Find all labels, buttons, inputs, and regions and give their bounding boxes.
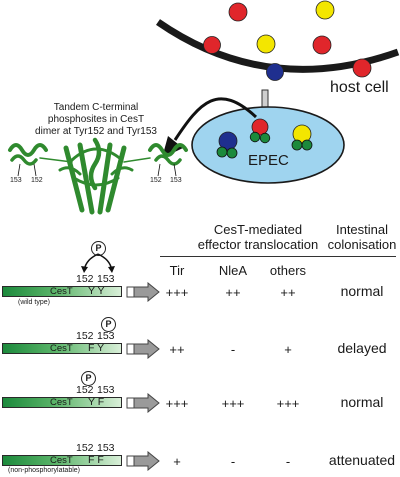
structure-label-152-right: 152 [150, 177, 162, 184]
others-value: ++ [280, 285, 296, 300]
nlea-value: - [230, 342, 236, 357]
cest-chaperone [259, 132, 271, 144]
infection-illustration [8, 0, 400, 215]
colonisation-value: attenuated [328, 452, 396, 468]
position-152: 152 [76, 273, 94, 285]
cest-label: CesT [50, 455, 73, 466]
phosphosite-markers [17, 163, 177, 177]
position-152: 152 [76, 330, 94, 342]
effector-red [203, 36, 221, 54]
cest-bar [2, 343, 122, 354]
nlea-value: ++ [225, 285, 241, 300]
cest-bar [2, 455, 122, 466]
position-152: 152 [76, 384, 94, 396]
colonisation-value: normal [340, 283, 384, 299]
cest-label: CesT [50, 343, 73, 354]
position-153: 153 [97, 384, 115, 396]
others-value: - [285, 454, 291, 469]
phospho-arrows [81, 253, 115, 273]
cest-chaperone [249, 131, 261, 143]
phospho-symbol: P [101, 317, 116, 332]
colonisation-header-line1: Intestinal [335, 222, 389, 237]
effector-header-rule [160, 256, 364, 257]
structure-caption-line1: Tandem C-terminal [53, 102, 139, 113]
cest-label: CesT [50, 286, 73, 297]
residues: F Y [88, 342, 105, 354]
effector-red [352, 58, 372, 78]
row-note: (non-phosphorylatable) [8, 467, 80, 474]
nlea-value: +++ [221, 396, 245, 411]
structure-label-153-left: 153 [10, 177, 22, 184]
translocation-arrow [126, 282, 160, 302]
column-others: others [269, 263, 307, 278]
column-nlea: NleA [218, 263, 248, 278]
others-value: +++ [276, 396, 300, 411]
translocation-arrow [126, 393, 160, 413]
structure-caption-line2: phosphosites in CesT [47, 114, 145, 125]
cest-chaperone [216, 146, 228, 158]
cest-chaperone [226, 147, 238, 159]
cest-chaperone [291, 139, 303, 151]
phospho-symbol: P [91, 241, 106, 256]
position-152: 152 [76, 442, 94, 454]
translocation-arrow [126, 339, 160, 359]
residues: Y Y [88, 285, 105, 297]
effector-yellow [315, 0, 335, 20]
structure-caption-line3: dimer at Tyr152 and Tyr153 [35, 126, 157, 137]
colonisation-value: delayed [337, 340, 387, 356]
cest-chaperone [301, 139, 313, 151]
position-153: 153 [97, 273, 115, 285]
row-note: (wild type) [18, 299, 50, 306]
position-153: 153 [97, 442, 115, 454]
others-value: + [284, 342, 292, 357]
tir-value: + [173, 454, 181, 469]
effector-header-line2: effector translocation [197, 237, 319, 252]
cest-dimer-structure [8, 137, 188, 215]
residues: F F [88, 454, 104, 466]
colonisation-header-rule [334, 256, 396, 257]
effector-red [251, 118, 269, 136]
cest-bar [2, 397, 122, 408]
epec-bacterium [191, 106, 345, 184]
translocation-arrow [126, 451, 160, 471]
tir-value: +++ [165, 285, 189, 300]
phospho-symbol: P [81, 371, 96, 386]
nlea-value: - [230, 454, 236, 469]
epec-label: EPEC [248, 152, 289, 169]
position-153: 153 [97, 330, 115, 342]
tir-value: +++ [165, 396, 189, 411]
pointer-arrow [173, 97, 258, 141]
pointer-arrowhead [162, 136, 183, 158]
effector-blue [266, 63, 284, 81]
effector-red [312, 35, 332, 55]
column-tir: Tir [169, 263, 185, 278]
colonisation-header-line2: colonisation [327, 237, 397, 252]
effector-red [228, 2, 248, 22]
tir-value: ++ [169, 342, 185, 357]
colonisation-value: normal [340, 394, 384, 410]
host-cell-label: host cell [330, 79, 389, 96]
cest-label: CesT [50, 397, 73, 408]
effector-header-line1: CesT-mediated [213, 222, 303, 237]
cest-bar [2, 286, 122, 297]
structure-label-153-right: 153 [170, 177, 182, 184]
effector-yellow [256, 34, 276, 54]
structure-label-152-left: 152 [31, 177, 43, 184]
residues: Y F [88, 396, 105, 408]
